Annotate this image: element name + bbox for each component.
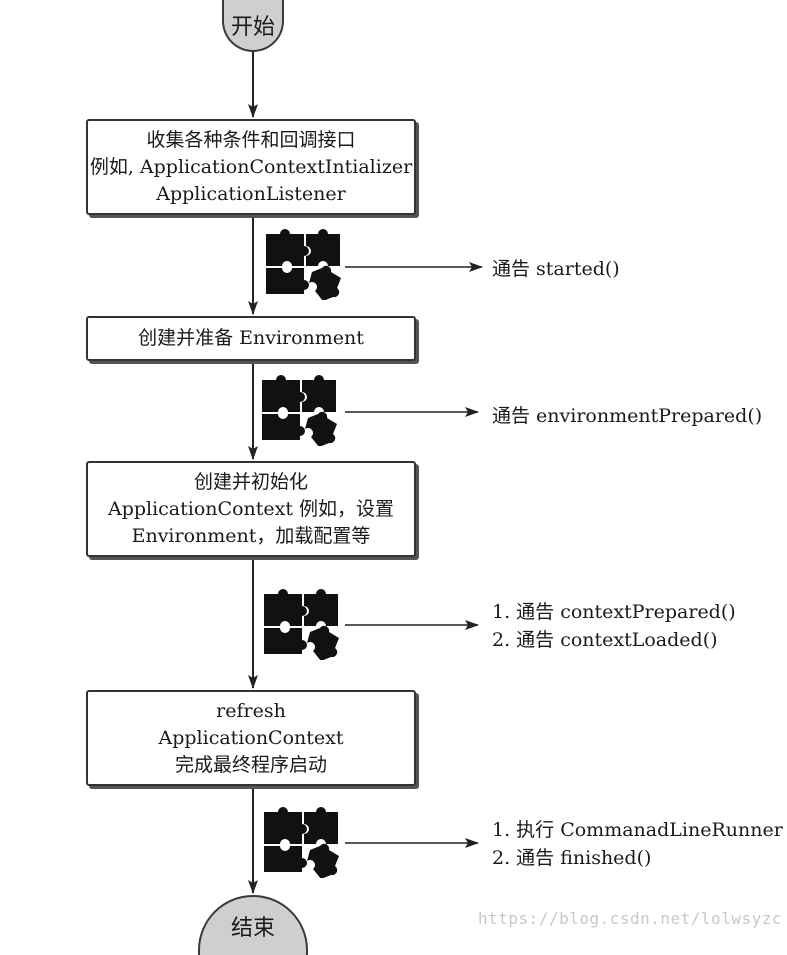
step-line: Environment，加载配置等 <box>131 524 371 547</box>
notification-line: 通告 environmentPrepared() <box>492 405 763 427</box>
notification-line: 通告 started() <box>492 258 620 280</box>
step-line: ApplicationListener <box>156 182 346 205</box>
notification-context: 1. 通告 contextPrepared() 2. 通告 contextLoa… <box>492 598 736 654</box>
step-refresh-context: refresh ApplicationContext 完成最终程序启动 <box>86 690 416 786</box>
step-line: refresh <box>216 699 286 722</box>
step-init-context: 创建并初始化 ApplicationContext 例如，设置 Environm… <box>86 461 416 557</box>
step-line: 例如, ApplicationContextIntializer <box>89 155 413 178</box>
puzzle-icon <box>262 375 337 446</box>
step-line: 完成最终程序启动 <box>174 753 327 776</box>
step-line: 创建并初始化 <box>193 470 308 493</box>
step-prepare-environment: 创建并准备 Environment <box>86 316 416 361</box>
puzzle-icon <box>264 589 339 660</box>
notification-started: 通告 started() <box>492 255 620 283</box>
notification-line: 2. 通告 contextLoaded() <box>492 629 718 651</box>
notification-line: 1. 通告 contextPrepared() <box>492 601 736 623</box>
start-label: 开始 <box>230 15 275 40</box>
step-collect-conditions: 收集各种条件和回调接口 例如, ApplicationContextIntial… <box>86 119 416 215</box>
start-node: 开始 <box>222 0 284 52</box>
step-line: ApplicationContext 例如，设置 <box>107 497 395 520</box>
notification-line: 1. 执行 CommanadLineRunner <box>492 819 783 841</box>
puzzle-icon <box>266 229 341 300</box>
step-line: ApplicationContext <box>158 726 344 749</box>
step-line: 收集各种条件和回调接口 <box>146 128 356 151</box>
notification-line: 2. 通告 finished() <box>492 847 652 869</box>
notification-finished: 1. 执行 CommanadLineRunner 2. 通告 finished(… <box>492 816 783 872</box>
notification-environment-prepared: 通告 environmentPrepared() <box>492 402 762 430</box>
puzzle-icon <box>264 807 339 878</box>
step-line: 创建并准备 Environment <box>138 327 364 349</box>
end-label: 结束 <box>230 916 275 941</box>
watermark: https://blog.csdn.net/lolwsyzc <box>478 909 782 928</box>
